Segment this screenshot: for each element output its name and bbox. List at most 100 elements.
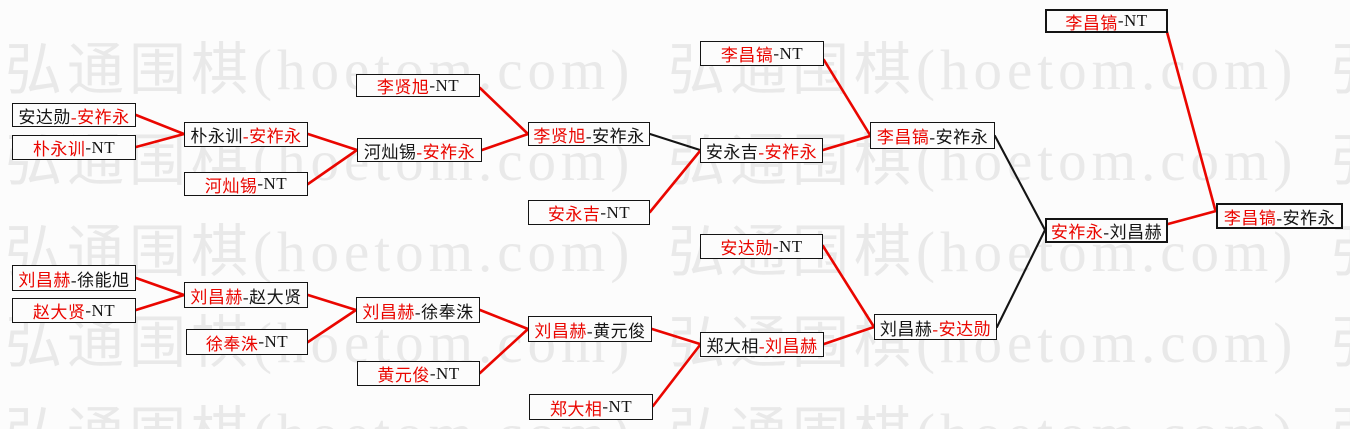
player-name-second: -NT — [429, 363, 460, 383]
match-box: 安达勋-NT — [700, 234, 823, 259]
bracket-connector-line — [648, 132, 702, 152]
match-box: 河灿锡-安祚永 — [357, 138, 482, 162]
bracket-connector-line — [306, 308, 358, 344]
player-name-first: 安永吉 — [705, 143, 759, 162]
match-box: 李贤旭-安祚永 — [528, 122, 650, 146]
player-name-second: -徐能旭 — [70, 270, 130, 290]
match-box: 刘昌赫-徐能旭 — [12, 265, 136, 291]
player-name-first: 安达勋 — [720, 239, 773, 258]
player-name-first: 郑大相 — [706, 337, 759, 356]
player-name-second: -NT — [602, 397, 633, 416]
match-box: 李昌镐-NT — [700, 41, 824, 66]
bracket-connector-line — [306, 293, 358, 312]
match-box: 刘昌赫-徐奉洙 — [356, 297, 480, 323]
match-box: 安达勋-安祚永 — [12, 103, 136, 127]
bracket-connector-line — [478, 308, 530, 331]
player-name-second: -安祚永 — [758, 143, 818, 162]
bracket-connector-line — [134, 293, 186, 312]
player-name-second: -安祚永 — [242, 127, 302, 146]
player-name-first: 朴永训 — [190, 127, 243, 146]
player-name-first: 安达勋 — [18, 107, 71, 127]
match-box: 安永吉-安祚永 — [700, 138, 823, 163]
match-box: 李昌镐-安祚永 — [1216, 203, 1343, 229]
bracket-connector-line — [134, 132, 186, 149]
bracket-connector-line — [1166, 209, 1218, 226]
bracket-connector-line — [478, 86, 530, 136]
player-name-second: -NT — [258, 332, 289, 351]
player-name-first: 郑大相 — [549, 399, 603, 419]
player-name-first: 李贤旭 — [533, 126, 586, 146]
player-name-second: -NT — [429, 75, 460, 95]
bracket-connector-line — [648, 149, 702, 214]
player-name-first: 刘昌赫 — [879, 319, 933, 339]
player-name-second: -安达勋 — [932, 319, 992, 339]
player-name-first: 刘昌赫 — [534, 321, 587, 341]
player-name-second: -徐奉洙 — [414, 302, 474, 322]
player-name-second: -安祚永 — [70, 107, 130, 127]
bracket-connector-line — [821, 244, 876, 329]
match-box: 郑大相-NT — [529, 394, 653, 420]
player-name-first: 李昌镐 — [720, 46, 774, 65]
player-name-second: -NT — [85, 137, 116, 157]
bracket-connector-line — [993, 134, 1047, 232]
match-box: 河灿锡-NT — [184, 172, 308, 196]
bracket-connector-line — [1165, 30, 1217, 211]
player-name-first: 李昌镐 — [876, 128, 930, 147]
player-name-second: -安祚永 — [929, 128, 989, 147]
player-name-first: 刘昌赫 — [18, 270, 71, 290]
player-name-first: 安永吉 — [547, 205, 601, 224]
player-name-second: -NT — [600, 202, 631, 222]
player-name-second: -刘昌赫 — [758, 337, 818, 356]
player-name-second: -刘昌赫 — [1103, 223, 1163, 242]
match-box: 安祚永-刘昌赫 — [1045, 218, 1168, 243]
player-name-first: 李昌镐 — [1065, 13, 1118, 33]
bracket-connector-line — [134, 113, 186, 136]
bracket-connector-line — [134, 276, 186, 297]
bracket-connector-line — [651, 343, 702, 408]
player-name-second: -黄元俊 — [586, 321, 646, 341]
match-box: 李昌镐-NT — [1045, 9, 1168, 33]
match-box: 郑大相-刘昌赫 — [700, 332, 824, 357]
player-name-second: -NT — [257, 174, 288, 193]
match-box: 李贤旭-NT — [356, 74, 480, 97]
bracket-connector-line — [306, 132, 359, 152]
player-name-first: 黄元俊 — [377, 366, 430, 385]
bracket-connector-line — [478, 327, 530, 375]
player-name-first: 徐奉洙 — [205, 334, 259, 354]
bracket-connector-line — [821, 134, 872, 152]
match-box: 黄元俊-NT — [357, 361, 480, 386]
player-name-second: -NT — [1117, 11, 1148, 30]
player-name-second: -NT — [85, 300, 116, 320]
match-box: 刘昌赫-安达勋 — [874, 314, 997, 340]
player-name-first: 朴永训 — [32, 140, 86, 159]
player-name-second: -安祚永 — [585, 126, 645, 146]
match-box: 朴永训-安祚永 — [184, 122, 308, 147]
player-name-first: 刘昌赫 — [362, 302, 415, 322]
match-box: 徐奉洙-NT — [186, 329, 308, 355]
player-name-second: -安祚永 — [416, 142, 476, 162]
player-name-first: 河灿锡 — [363, 142, 417, 162]
match-box: 刘昌赫-黄元俊 — [528, 316, 652, 342]
player-name-first: 李昌镐 — [1223, 208, 1277, 228]
bracket-connector-line — [306, 148, 359, 186]
player-name-second: -NT — [773, 43, 804, 63]
match-box: 赵大贤-NT — [12, 298, 136, 323]
bracket-connector-line — [822, 58, 872, 137]
match-box: 李昌镐-安祚永 — [870, 122, 995, 149]
player-name-second: -赵大贤 — [242, 287, 302, 307]
player-name-first: 李贤旭 — [376, 78, 430, 97]
player-name-first: 赵大贤 — [32, 303, 86, 322]
bracket-connector-line — [650, 327, 702, 346]
bracket-connector-line — [822, 325, 876, 346]
match-box: 朴永训-NT — [12, 135, 136, 160]
player-name-first: 河灿锡 — [204, 176, 258, 196]
player-name-second: -安祚永 — [1276, 208, 1336, 228]
bracket-connector-line — [480, 132, 530, 152]
bracket-connector-line — [995, 228, 1047, 329]
player-name-first: 安祚永 — [1050, 223, 1104, 242]
match-box: 刘昌赫-赵大贤 — [184, 282, 308, 308]
player-name-second: -NT — [772, 236, 803, 256]
